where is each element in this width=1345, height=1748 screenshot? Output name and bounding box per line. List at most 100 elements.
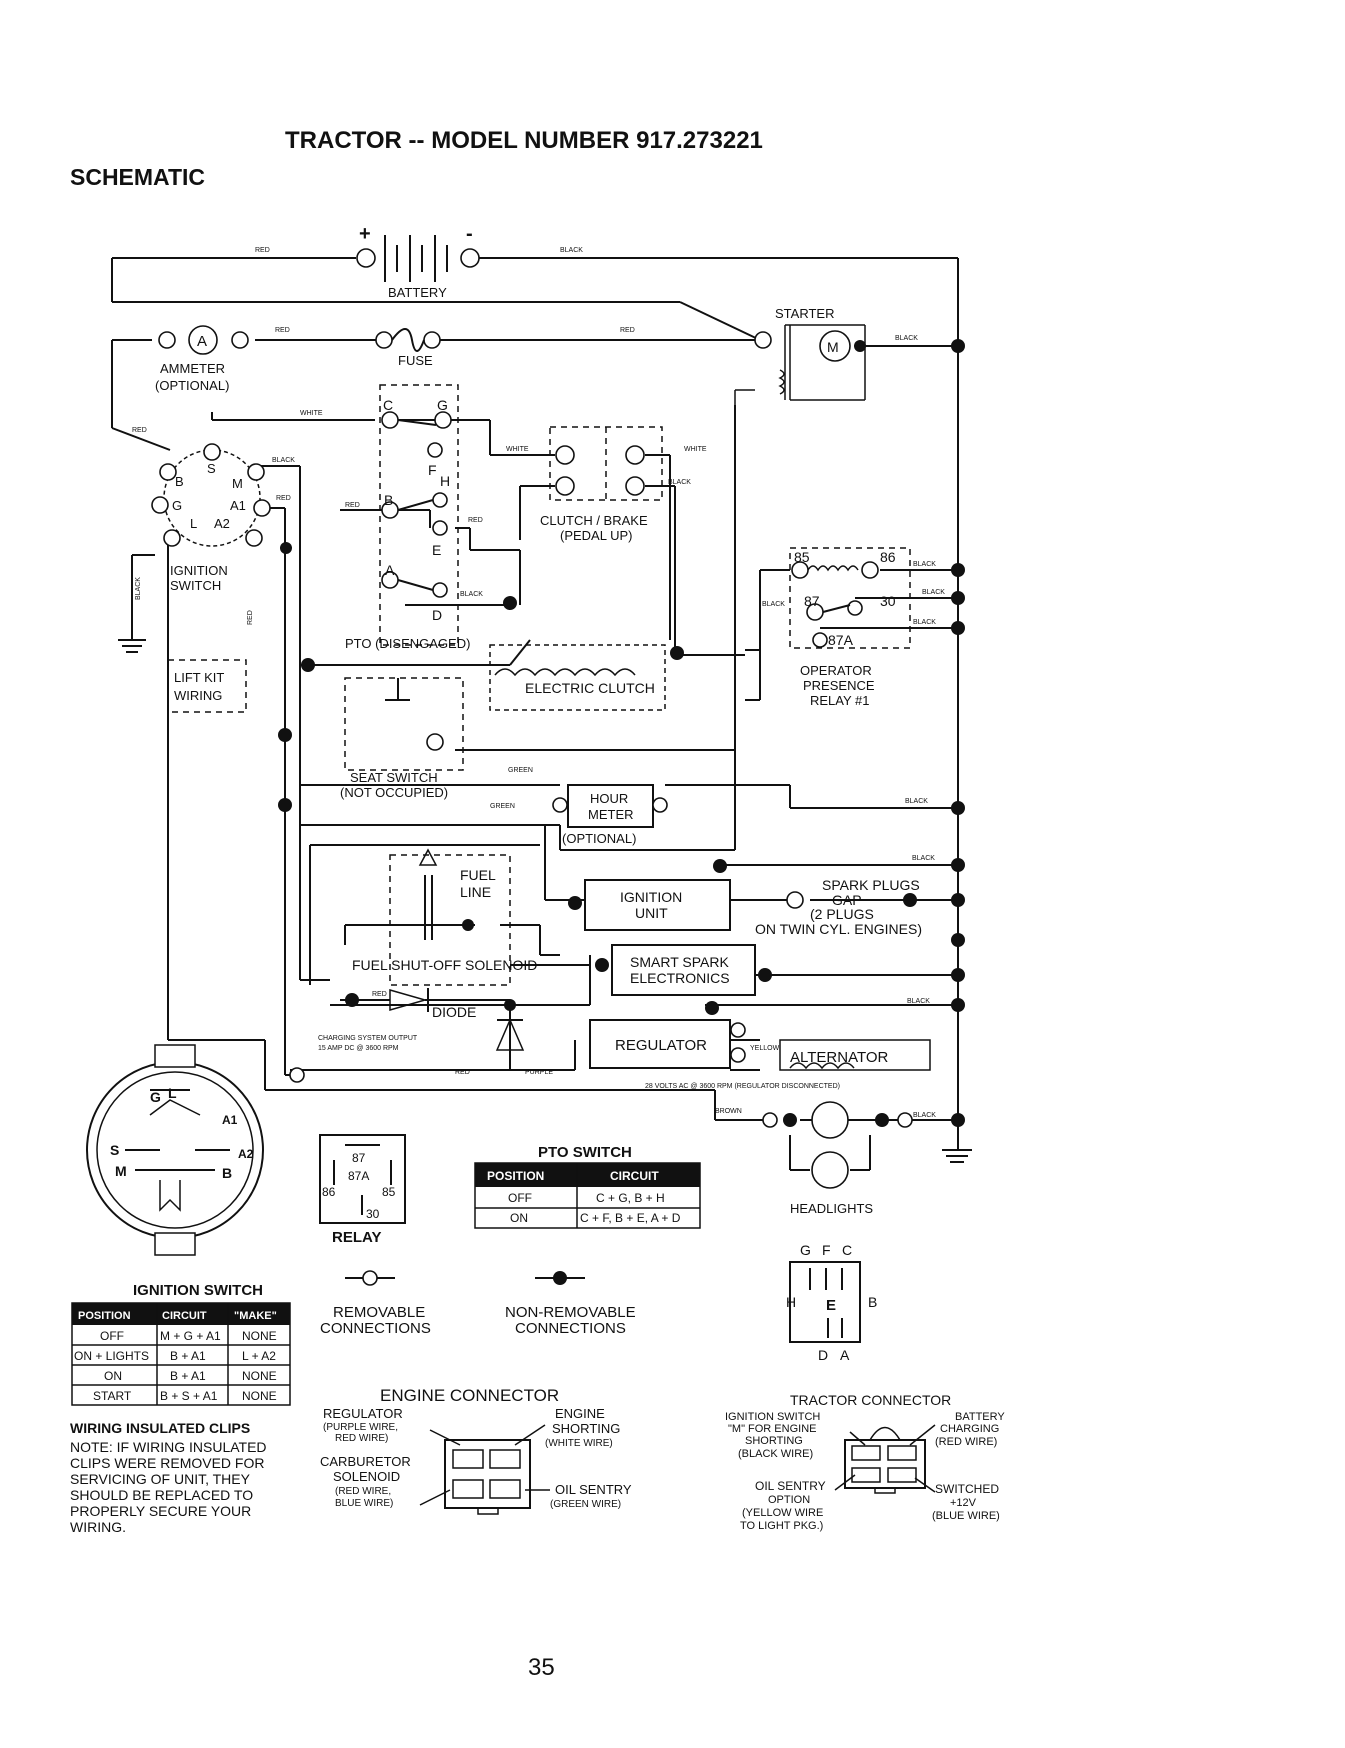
legend-removable-2: CONNECTIONS	[320, 1320, 431, 1337]
wire-red-diode: RED	[372, 991, 387, 998]
pto-term-f: F	[428, 462, 437, 478]
pto-td-1-1: C + F, B + E, A + D	[580, 1211, 681, 1225]
headlights: HEADLIGHTS	[762, 1101, 965, 1216]
wire-black-hl: BLACK	[913, 1112, 936, 1119]
wire-black-vert: BLACK	[135, 577, 142, 600]
ptoc-c: C	[842, 1242, 852, 1258]
pto-term-d: D	[432, 607, 442, 623]
ptoc-g: G	[800, 1242, 811, 1258]
wiring-note: WIRING INSULATED CLIPS NOTE: IF WIRING I…	[70, 1420, 267, 1535]
tc-oil-0: OIL SENTRY	[755, 1479, 826, 1493]
ign-table-title: IGNITION SWITCH	[133, 1282, 263, 1299]
ign-th-make: "MAKE"	[234, 1310, 277, 1322]
tc-bat-2: (RED WIRE)	[935, 1436, 997, 1448]
pto-term-g: G	[437, 397, 448, 413]
ammeter-symbol: A	[197, 333, 207, 350]
note-line-5: WIRING.	[70, 1519, 126, 1535]
ign-td-0-1: M + G + A1	[160, 1329, 221, 1343]
hour-meter-label-1: HOUR	[590, 791, 628, 806]
ign-td-3-2: NONE	[242, 1389, 277, 1403]
ign-term-a2: A2	[214, 516, 230, 531]
relay-label-3: RELAY #1	[810, 693, 870, 708]
wire-white-ign: WHITE	[300, 410, 323, 417]
pto-table-title: PTO SWITCH	[538, 1144, 632, 1161]
relay-pin-87: 87	[352, 1151, 366, 1165]
tc-ign-0: IGNITION SWITCH	[725, 1411, 820, 1423]
hour-meter-note: (OPTIONAL)	[562, 831, 636, 846]
lift-kit-label-2: WIRING	[174, 688, 222, 703]
pto-term-h: H	[440, 473, 450, 489]
relay-term-30: 30	[880, 593, 896, 609]
pto-th-circuit: CIRCUIT	[610, 1169, 659, 1183]
clutch-brake-label-1: CLUTCH / BRAKE	[540, 513, 648, 528]
spark-label-4: ON TWIN CYL. ENGINES)	[755, 921, 922, 937]
wire-white-clutch: WHITE	[506, 446, 529, 453]
wire-red-diode2: RED	[455, 1069, 470, 1076]
wire-black-top: BLACK	[560, 247, 583, 254]
ptoc-f: F	[822, 1242, 831, 1258]
regulator: REGULATOR	[589, 1001, 746, 1069]
battery-minus: -	[466, 223, 473, 245]
ptoc-b: B	[868, 1294, 877, 1310]
wire-white-clutch2: WHITE	[684, 446, 707, 453]
wire-black-r1: BLACK	[913, 561, 936, 568]
legend-nonremovable-1: NON-REMOVABLE	[505, 1304, 636, 1321]
wire-black-r2: BLACK	[922, 589, 945, 596]
pto-connector: G F C H E B D A	[786, 1242, 877, 1363]
ammeter-note: (OPTIONAL)	[155, 378, 229, 393]
headlights-label: HEADLIGHTS	[790, 1201, 873, 1216]
ign-td-2-2: NONE	[242, 1369, 277, 1383]
pto-switch-symbol: C G F H B E A D PTO (DISENGAGED)	[345, 397, 470, 651]
page-number: 35	[528, 1654, 555, 1681]
wire-black-ign: BLACK	[272, 457, 295, 464]
face-a1: A1	[222, 1113, 238, 1127]
ec-eng-2: (WHITE WIRE)	[545, 1438, 613, 1449]
starter-label: STARTER	[775, 306, 834, 321]
ec-reg-1: (PURPLE WIRE,	[323, 1422, 398, 1433]
ec-eng-1: SHORTING	[552, 1421, 620, 1436]
note-line-1: CLIPS WERE REMOVED FOR	[70, 1455, 264, 1471]
operator-presence-relay: 85 86 87 30 87A BLACK OPERATOR PRESENCE …	[762, 549, 896, 708]
dashed-outlines	[167, 384, 911, 986]
note-line-2: SERVICING OF UNIT, THEY	[70, 1471, 251, 1487]
starter-motor: M	[827, 339, 839, 355]
wire-red-pto: RED	[345, 502, 360, 509]
spark-label-1: SPARK PLUGS	[822, 877, 920, 893]
face-l: L	[168, 1085, 177, 1101]
wire-black-starter: BLACK	[895, 335, 918, 342]
wiring	[111, 257, 972, 1171]
spark-plugs: SPARK PLUGS GAP (2 PLUGS ON TWIN CYL. EN…	[755, 877, 965, 937]
pto-switch-table: PTO SWITCH POSITION CIRCUIT OFF C + G, B…	[474, 1144, 701, 1229]
face-m: M	[115, 1163, 127, 1179]
pto-td-0-0: OFF	[508, 1191, 532, 1205]
relay-pin-85: 85	[382, 1185, 396, 1199]
ammeter: A AMMETER (OPTIONAL)	[155, 325, 249, 393]
seat-switch: SEAT SWITCH (NOT OCCUPIED)	[340, 678, 448, 800]
fuel-label-1: FUEL	[460, 867, 496, 883]
spark-label-3: (2 PLUGS	[810, 906, 874, 922]
wire-black-reg: BLACK	[907, 998, 930, 1005]
wire-red-vert: RED	[247, 610, 254, 625]
note-line-4: PROPERLY SECURE YOUR	[70, 1503, 251, 1519]
relay-label-1: OPERATOR	[800, 663, 872, 678]
engine-connector: ENGINE CONNECTOR REGULATOR (PURPLE WIRE,…	[320, 1386, 632, 1515]
ign-td-2-1: B + A1	[170, 1369, 206, 1383]
battery-plus: +	[359, 223, 371, 245]
spark-label-2: GAP	[832, 892, 862, 908]
battery-label: BATTERY	[388, 285, 447, 300]
relay-term-86: 86	[880, 549, 896, 565]
smart-spark: SMART SPARK ELECTRONICS	[595, 944, 772, 996]
ec-reg-0: REGULATOR	[323, 1406, 403, 1421]
ec-carb-0: CARBURETOR	[320, 1454, 411, 1469]
ign-term-a1: A1	[230, 498, 246, 513]
tc-sw-1: +12V	[950, 1497, 977, 1509]
ec-reg-2: RED WIRE)	[335, 1433, 388, 1444]
relay-term-87: 87	[804, 593, 820, 609]
pto-th-position: POSITION	[487, 1169, 544, 1183]
wire-red-fuse: RED	[620, 327, 635, 334]
relay-diagram-label: RELAY	[332, 1229, 381, 1246]
wire-red-ign: RED	[132, 427, 147, 434]
tc-sw-2: (BLUE WIRE)	[932, 1510, 1000, 1522]
alternator-note: 28 VOLTS AC @ 3600 RPM (REGULATOR DISCON…	[645, 1083, 840, 1090]
relay-diagram: 87 87A 86 85 30 RELAY	[319, 1134, 406, 1246]
